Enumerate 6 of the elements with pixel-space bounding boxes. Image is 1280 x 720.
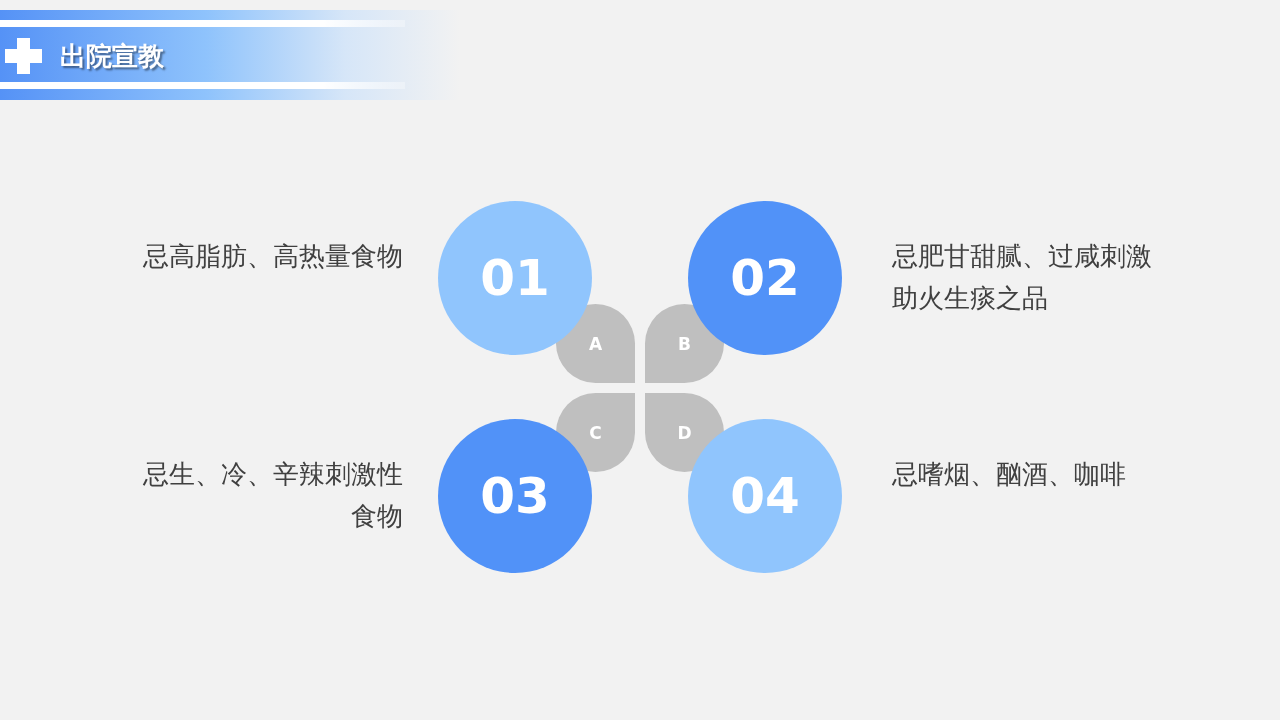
description-text: 忌肥甘甜腻、过咸刺激助火生痰之品 <box>892 240 1153 315</box>
description-text: 忌嗜烟、酗酒、咖啡 <box>892 458 1127 491</box>
description-text: 忌生、冷、辛辣刺激性食物 <box>142 458 403 533</box>
description-text: 忌高脂肪、高热量食物 <box>142 240 403 273</box>
title: 出院宣教 <box>60 40 164 73</box>
number-circle: 02 <box>688 201 842 355</box>
